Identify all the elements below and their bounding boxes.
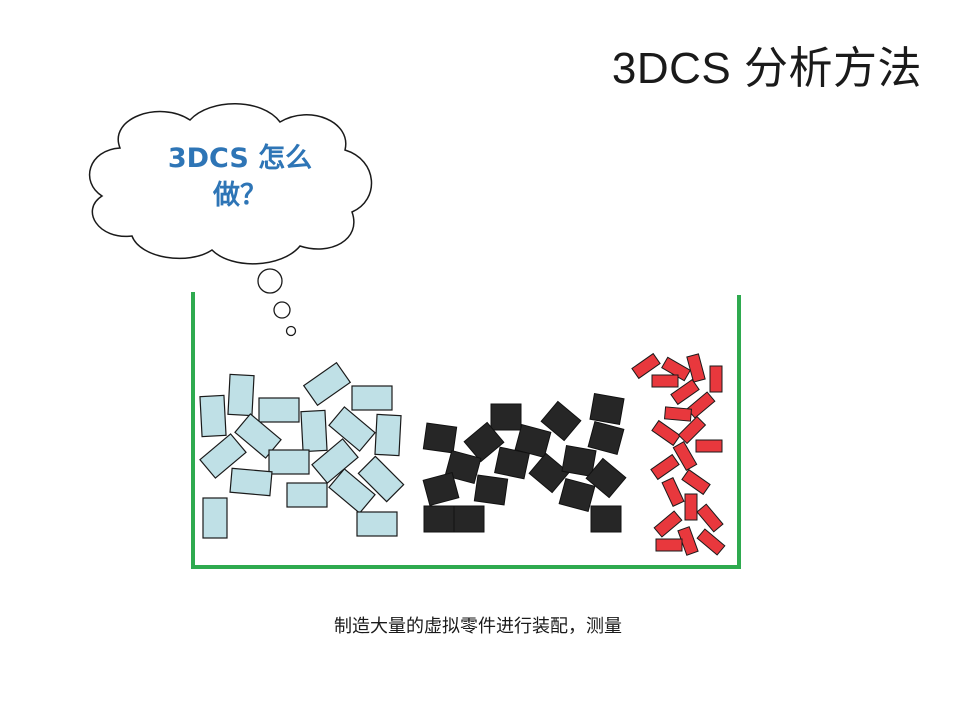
dark-part xyxy=(585,457,627,499)
thought-cloud xyxy=(88,103,373,337)
light-part xyxy=(199,394,227,438)
red-part xyxy=(650,453,680,481)
dark-part xyxy=(444,449,482,485)
light-part xyxy=(328,468,376,514)
dark-part xyxy=(463,421,505,463)
light-part xyxy=(351,385,393,411)
red-part xyxy=(709,365,723,393)
thought-dot-medium xyxy=(273,301,291,319)
light-part xyxy=(374,413,402,457)
light-part xyxy=(356,511,398,537)
light-part xyxy=(234,413,282,459)
green-container xyxy=(191,292,741,569)
dark-part xyxy=(540,400,582,442)
light-part xyxy=(302,361,352,407)
dark-part xyxy=(558,477,596,513)
light-blue-parts xyxy=(199,361,405,539)
light-part xyxy=(229,467,273,497)
red-part xyxy=(670,378,700,406)
light-part xyxy=(268,449,310,475)
light-part xyxy=(199,433,247,479)
light-part xyxy=(300,409,328,453)
dark-part xyxy=(528,452,570,494)
red-part xyxy=(686,353,706,383)
light-part xyxy=(328,406,376,452)
thought-cloud-shape xyxy=(88,103,373,265)
red-part xyxy=(651,419,681,447)
dark-part xyxy=(490,403,522,431)
dark-part xyxy=(422,471,460,507)
red-part xyxy=(651,374,679,388)
red-part xyxy=(661,477,685,507)
red-part xyxy=(661,356,691,382)
red-parts xyxy=(631,352,726,556)
red-part xyxy=(681,468,711,496)
red-part xyxy=(672,441,698,471)
thought-dot-small xyxy=(285,325,297,337)
dark-part xyxy=(453,505,485,533)
thought-line-2: 做？ xyxy=(213,180,267,211)
thought-bubble-text: 3DCS 怎么 做？ xyxy=(140,140,340,214)
dark-part xyxy=(473,474,509,506)
red-part xyxy=(696,528,726,556)
dark-part xyxy=(589,393,625,425)
dark-part xyxy=(494,446,530,480)
red-part xyxy=(631,352,661,380)
red-part xyxy=(696,503,724,533)
dark-part xyxy=(561,445,597,477)
page-title: 3DCS 分析方法 xyxy=(611,44,922,93)
red-part xyxy=(653,510,683,538)
dark-part xyxy=(590,505,622,533)
light-part xyxy=(357,455,405,503)
light-part xyxy=(202,497,228,539)
light-part xyxy=(258,397,300,423)
red-part xyxy=(684,493,698,521)
dark-part xyxy=(587,420,625,456)
light-part xyxy=(227,373,255,417)
black-parts xyxy=(422,393,627,533)
caption: 制造大量的虚拟零件进行装配，测量 xyxy=(334,616,622,637)
dark-part xyxy=(423,505,455,533)
light-part xyxy=(286,482,328,508)
red-part xyxy=(695,439,723,453)
red-part xyxy=(663,406,693,422)
dark-part xyxy=(422,422,458,454)
red-part xyxy=(677,415,707,445)
red-part xyxy=(655,538,683,552)
thought-line-1: 3DCS 怎么 xyxy=(167,143,313,174)
thought-dot-large xyxy=(257,268,283,294)
